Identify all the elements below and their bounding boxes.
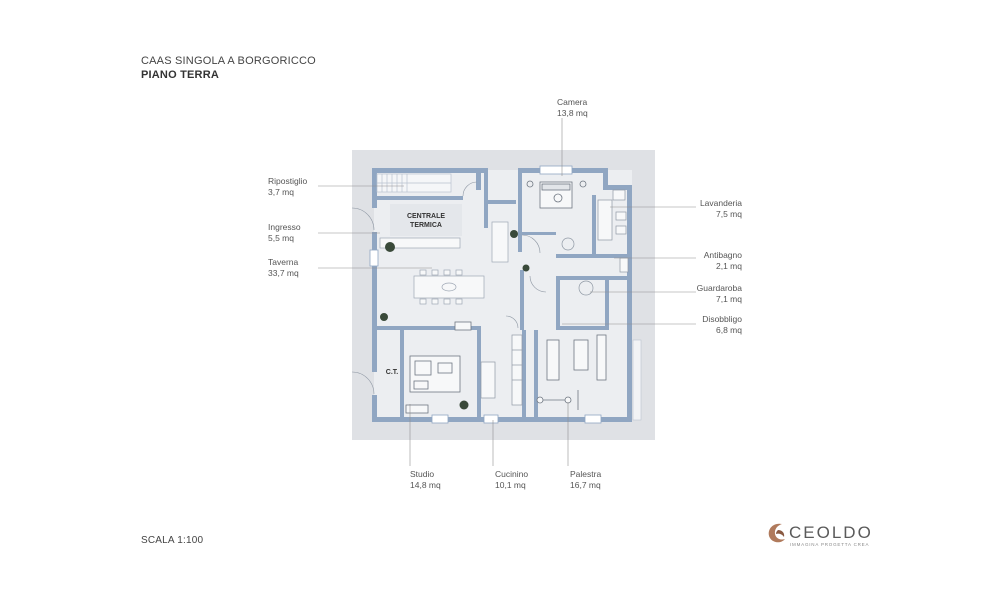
room-name: Disobbligo <box>702 314 742 324</box>
plan-title-line1: CAAS SINGOLA A BORGORICCO <box>141 55 316 67</box>
label-guardaroba: Guardaroba 7,1 mq <box>680 283 742 305</box>
studio-furniture <box>405 321 472 414</box>
label-studio: Studio 14,8 mq <box>410 469 441 491</box>
room-name: Cucinino <box>495 469 529 479</box>
room-name: Palestra <box>570 469 602 479</box>
room-area: 3,7 mq <box>268 187 294 197</box>
label-taverna: Taverna 33,7 mq <box>268 257 299 279</box>
taverna-furniture <box>379 221 509 305</box>
room-area: 16,7 mq <box>570 480 601 490</box>
label-camera: Camera 13,8 mq <box>557 97 588 119</box>
label-ripostiglio: Ripostiglio 3,7 mq <box>268 176 307 198</box>
room-name: Studio <box>410 469 435 479</box>
centrale-termica-label-2: TERMICA <box>410 222 442 229</box>
plan-title: CAAS SINGOLA A BORGORICCO PIANO TERRA <box>141 54 316 82</box>
windows <box>369 165 602 424</box>
room-name: Camera <box>557 97 588 107</box>
centrale-termica-box <box>390 204 462 236</box>
stair <box>376 173 452 193</box>
ct-label: C.T. <box>386 369 399 376</box>
logo-tagline: IMMAGINA PROGETTA CREA <box>790 542 870 547</box>
room-name: Guardaroba <box>696 283 742 293</box>
lavanderia-fixtures <box>561 189 629 296</box>
room-name: Taverna <box>268 257 299 267</box>
label-cucinino: Cucinino 10,1 mq <box>495 469 528 491</box>
centrale-termica-label-1: CENTRALE <box>407 213 445 220</box>
room-area: 2,1 mq <box>716 261 742 271</box>
label-disobbligo: Disobbligo 6,8 mq <box>680 314 742 336</box>
room-name: Antibagno <box>703 250 742 260</box>
scale-label: SCALA 1:100 <box>141 535 204 546</box>
camera-furniture <box>526 180 587 209</box>
logo-wordmark: CEOLDO <box>789 523 873 542</box>
room-name: Lavanderia <box>699 198 742 208</box>
plan-title-line2: PIANO TERRA <box>141 69 219 81</box>
room-area: 6,8 mq <box>716 325 742 335</box>
label-antibagno: Antibagno 2,1 mq <box>690 250 742 272</box>
room-area: 7,5 mq <box>716 209 742 219</box>
room-area: 33,7 mq <box>268 268 299 278</box>
terrace-strip <box>632 339 642 421</box>
room-area: 5,5 mq <box>268 233 294 243</box>
room-name: Ingresso <box>268 222 301 232</box>
ceoldo-logo-icon <box>768 523 785 543</box>
cucinino-furniture <box>480 334 523 406</box>
room-area: 14,8 mq <box>410 480 441 490</box>
room-area: 7,1 mq <box>716 294 742 304</box>
label-lavanderia: Lavanderia 7,5 mq <box>690 198 742 220</box>
room-area: 13,8 mq <box>557 108 588 118</box>
room-name: Ripostiglio <box>268 176 308 186</box>
palestra-furniture <box>536 334 607 410</box>
label-palestra: Palestra 16,7 mq <box>570 469 601 491</box>
label-ingresso: Ingresso 5,5 mq <box>268 222 301 244</box>
door-swings <box>351 181 547 395</box>
plant-icons <box>380 230 530 410</box>
leader-lines <box>318 118 696 466</box>
room-area: 10,1 mq <box>495 480 526 490</box>
